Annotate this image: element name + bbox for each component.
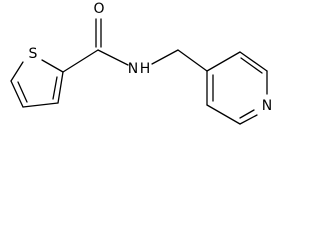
bond-carbonyl-n [97,49,129,66]
bond-s-c2 [41,59,64,73]
bond-c3-c4 [22,102,59,108]
atom-label-oxygen: O [93,1,104,17]
bond-p4-p3 [206,51,241,72]
structure-canvas: O S N H N [0,0,284,134]
atom-label-amide-nitrogen: N [128,61,138,77]
bond-n-p6 [239,114,258,125]
atom-label-amide-hydrogen: H [140,61,151,77]
bond-c5-s [10,61,24,82]
double-bond-p3-p2 [240,57,263,74]
bond-p6-p5 [206,104,241,125]
molecule-drawing: O S N H N [10,1,272,125]
atom-label-pyridine-nitrogen: N [262,98,272,114]
amide-group [62,18,129,73]
bond-n-ch2 [151,49,179,65]
bond-c4-c5 [10,80,24,108]
double-bond-c4-c5 [17,81,28,103]
methylene-linker [151,49,208,72]
bond-c2-carbonyl [62,49,99,73]
double-bond-c2-c3 [52,76,58,100]
atom-label-sulfur: S [29,46,38,62]
pyridine-ring [206,51,268,125]
bond-ch2-pyridine [177,49,208,72]
bond-p3-p2 [239,51,268,72]
double-bond-n-p6 [239,109,255,119]
bond-c2-c3 [57,71,64,104]
thiophene-ring [10,59,64,108]
